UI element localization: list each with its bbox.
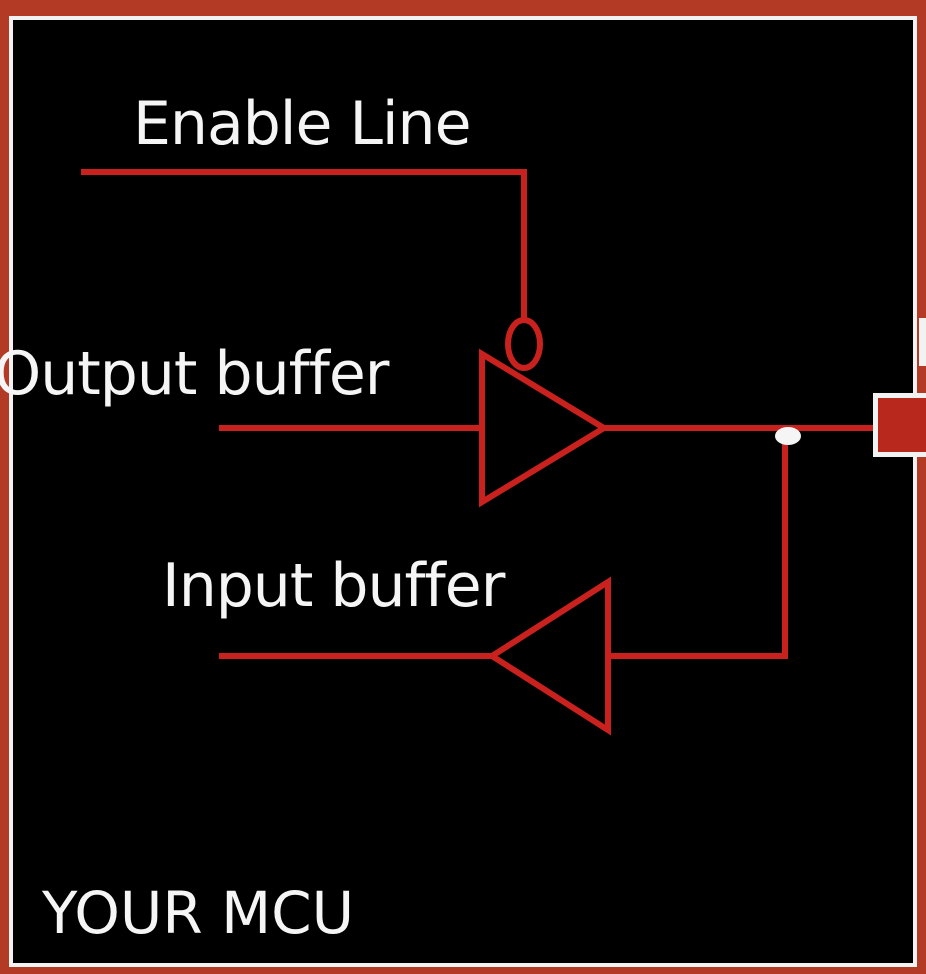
input-buffer-label: Input buffer xyxy=(162,551,505,621)
feedback-wire xyxy=(605,425,788,659)
io-pin-icon xyxy=(873,393,926,457)
enable-line-label: Enable Line xyxy=(133,89,471,159)
inversion-bubble-icon xyxy=(505,317,543,371)
input-buffer-triangle-icon xyxy=(486,576,611,736)
junction-dot-icon xyxy=(775,427,801,445)
enable-wire xyxy=(81,169,527,323)
output-buffer-triangle-icon xyxy=(479,348,610,508)
output-buffer-label: Output buffer xyxy=(0,339,389,409)
mcu-label: YOUR MCU xyxy=(42,879,355,947)
edge-marker xyxy=(919,318,926,366)
